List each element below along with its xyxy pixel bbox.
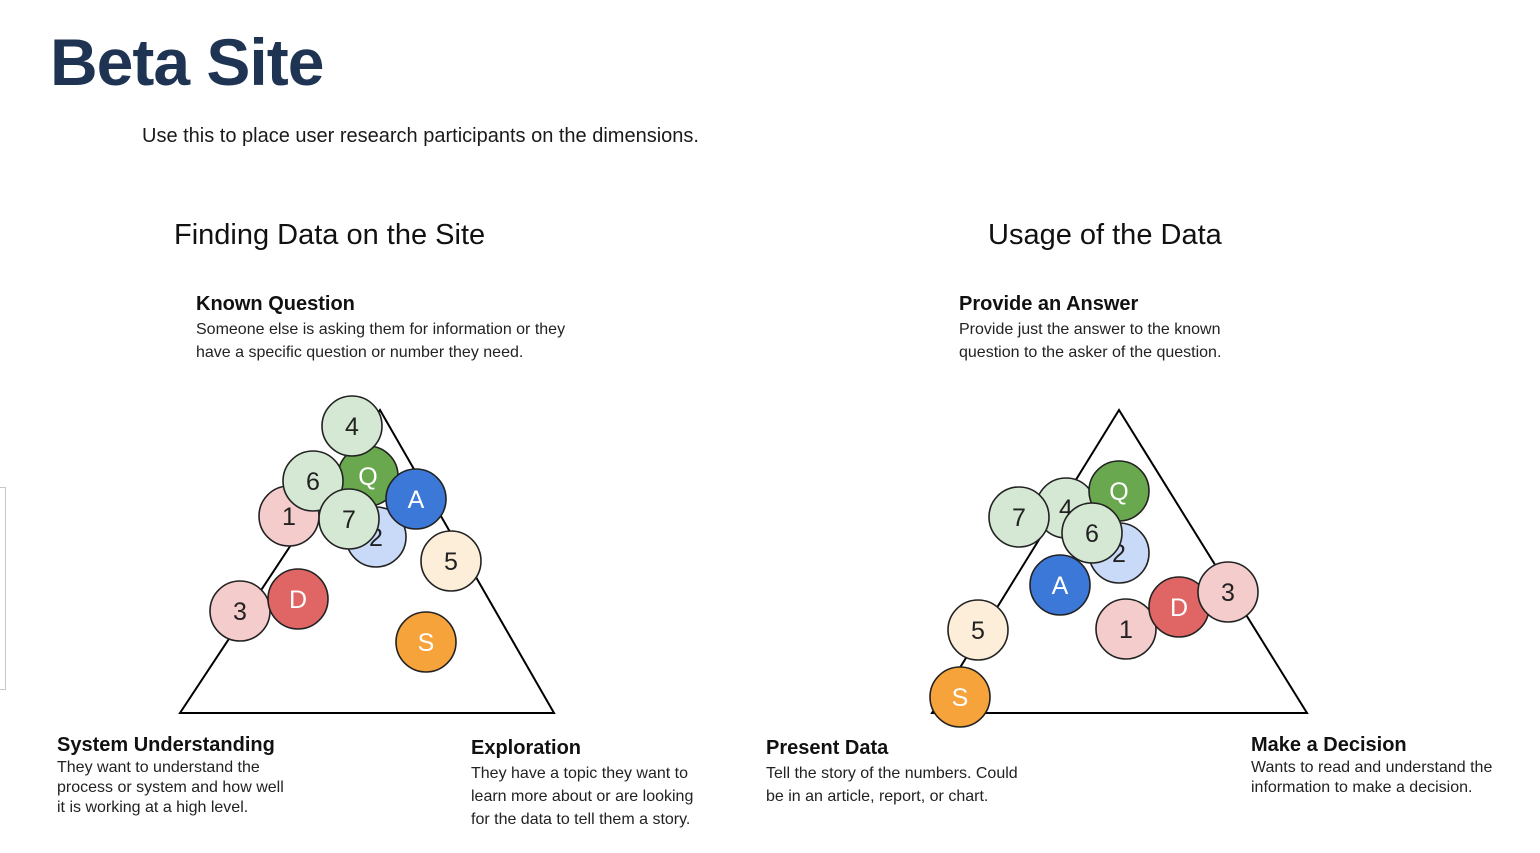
vertex-label-exploration: Exploration They have a topic they want … <box>471 737 693 831</box>
desc-line: learn more about or are looking <box>471 788 694 805</box>
marker-circle <box>1061 502 1123 564</box>
marker-label: 4 <box>345 413 359 441</box>
marker-circle <box>1095 598 1157 660</box>
marker-circle <box>947 599 1009 661</box>
marker-label: S <box>952 684 969 712</box>
marker-label: 6 <box>1085 520 1099 548</box>
desc-line: information to make a decision. <box>1251 779 1473 796</box>
desc-line: be in an article, report, or chart. <box>766 788 989 805</box>
vertex-title: Known Question <box>196 293 355 315</box>
participant-marker-6: 6 <box>282 450 344 512</box>
marker-label: 1 <box>1119 616 1133 644</box>
vertex-title: Make a Decision <box>1251 734 1407 756</box>
marker-label: Q <box>358 463 377 491</box>
marker-label: S <box>418 629 435 657</box>
participant-marker-7: 7 <box>318 488 380 550</box>
desc-line: for the data to tell them a story. <box>471 811 691 828</box>
desc-line: Provide just the answer to the known <box>959 321 1221 338</box>
marker-label: 7 <box>342 506 356 534</box>
page-title: Beta Site <box>50 25 324 99</box>
marker-label: 3 <box>233 598 247 626</box>
marker-label: 1 <box>282 503 296 531</box>
marker-circle <box>988 486 1050 548</box>
marker-label: D <box>289 586 307 614</box>
marker-label: A <box>1052 572 1069 600</box>
vertex-desc: They have a topic they want to learn mor… <box>471 762 693 831</box>
participant-marker-s: S <box>929 666 991 728</box>
marker-circle <box>420 530 482 592</box>
participant-marker-s: S <box>395 611 457 673</box>
participant-marker-3: 3 <box>1197 561 1259 623</box>
participant-marker-5: 5 <box>420 530 482 592</box>
desc-line: They have a topic they want to <box>471 765 689 782</box>
diagram-title-usage: Usage of the Data <box>988 219 1222 251</box>
triangle-usage <box>930 408 1309 714</box>
marker-label: 5 <box>971 617 985 645</box>
participant-marker-d: D <box>267 568 329 630</box>
desc-line: Wants to read and understand the <box>1251 759 1493 776</box>
participant-marker-a: A <box>1029 554 1091 616</box>
marker-label: 3 <box>1221 579 1235 607</box>
vertex-label-provide-answer: Provide an Answer Provide just the answe… <box>959 293 1221 364</box>
desc-line: it is working at a high level. <box>57 799 249 816</box>
marker-label: 7 <box>1012 504 1026 532</box>
desc-line: Someone else is asking them for informat… <box>196 321 566 338</box>
edge-strip <box>0 487 6 690</box>
marker-label: A <box>408 486 425 514</box>
participant-marker-3: 3 <box>209 580 271 642</box>
participant-marker-a: A <box>385 468 447 530</box>
desc-line: question to the asker of the question. <box>959 344 1222 361</box>
vertex-desc: Wants to read and understand the informa… <box>1251 758 1492 798</box>
marker-circle <box>282 450 344 512</box>
participant-marker-4: 4 <box>321 395 383 457</box>
participant-marker-5: 5 <box>947 599 1009 661</box>
marker-circle <box>395 611 457 673</box>
vertex-label-present-data: Present Data Tell the story of the numbe… <box>766 737 1018 808</box>
marker-circle <box>318 488 380 550</box>
marker-label: 6 <box>306 468 320 496</box>
desc-line: process or system and how well <box>57 779 284 796</box>
vertex-label-make-decision: Make a Decision Wants to read and unders… <box>1251 734 1492 798</box>
vertex-desc: They want to understand the process or s… <box>57 758 284 818</box>
desc-line: Tell the story of the numbers. Could <box>766 765 1018 782</box>
participant-marker-1: 1 <box>1095 598 1157 660</box>
marker-circle <box>385 468 447 530</box>
vertex-desc: Provide just the answer to the known que… <box>959 318 1221 364</box>
marker-label: D <box>1170 594 1188 622</box>
desc-line: They want to understand the <box>57 759 260 776</box>
marker-circle <box>267 568 329 630</box>
desc-line: have a specific question or number they … <box>196 344 524 361</box>
participant-marker-6: 6 <box>1061 502 1123 564</box>
marker-circle <box>1029 554 1091 616</box>
vertex-label-system-understanding: System Understanding They want to unders… <box>57 734 284 818</box>
vertex-label-known-question: Known Question Someone else is asking th… <box>196 293 565 364</box>
vertex-title: Present Data <box>766 737 889 759</box>
participant-marker-7: 7 <box>988 486 1050 548</box>
marker-circle <box>321 395 383 457</box>
vertex-title: System Understanding <box>57 734 275 756</box>
marker-circle <box>929 666 991 728</box>
vertex-desc: Tell the story of the numbers. Could be … <box>766 762 1018 808</box>
diagram-title-finding: Finding Data on the Site <box>174 219 486 251</box>
vertex-title: Provide an Answer <box>959 293 1139 315</box>
vertex-desc: Someone else is asking them for informat… <box>196 318 565 364</box>
marker-label: Q <box>1109 478 1128 506</box>
intro-text: Use this to place user research particip… <box>142 125 699 147</box>
vertex-title: Exploration <box>471 737 582 759</box>
marker-circle <box>1197 561 1259 623</box>
marker-label: 5 <box>444 548 458 576</box>
